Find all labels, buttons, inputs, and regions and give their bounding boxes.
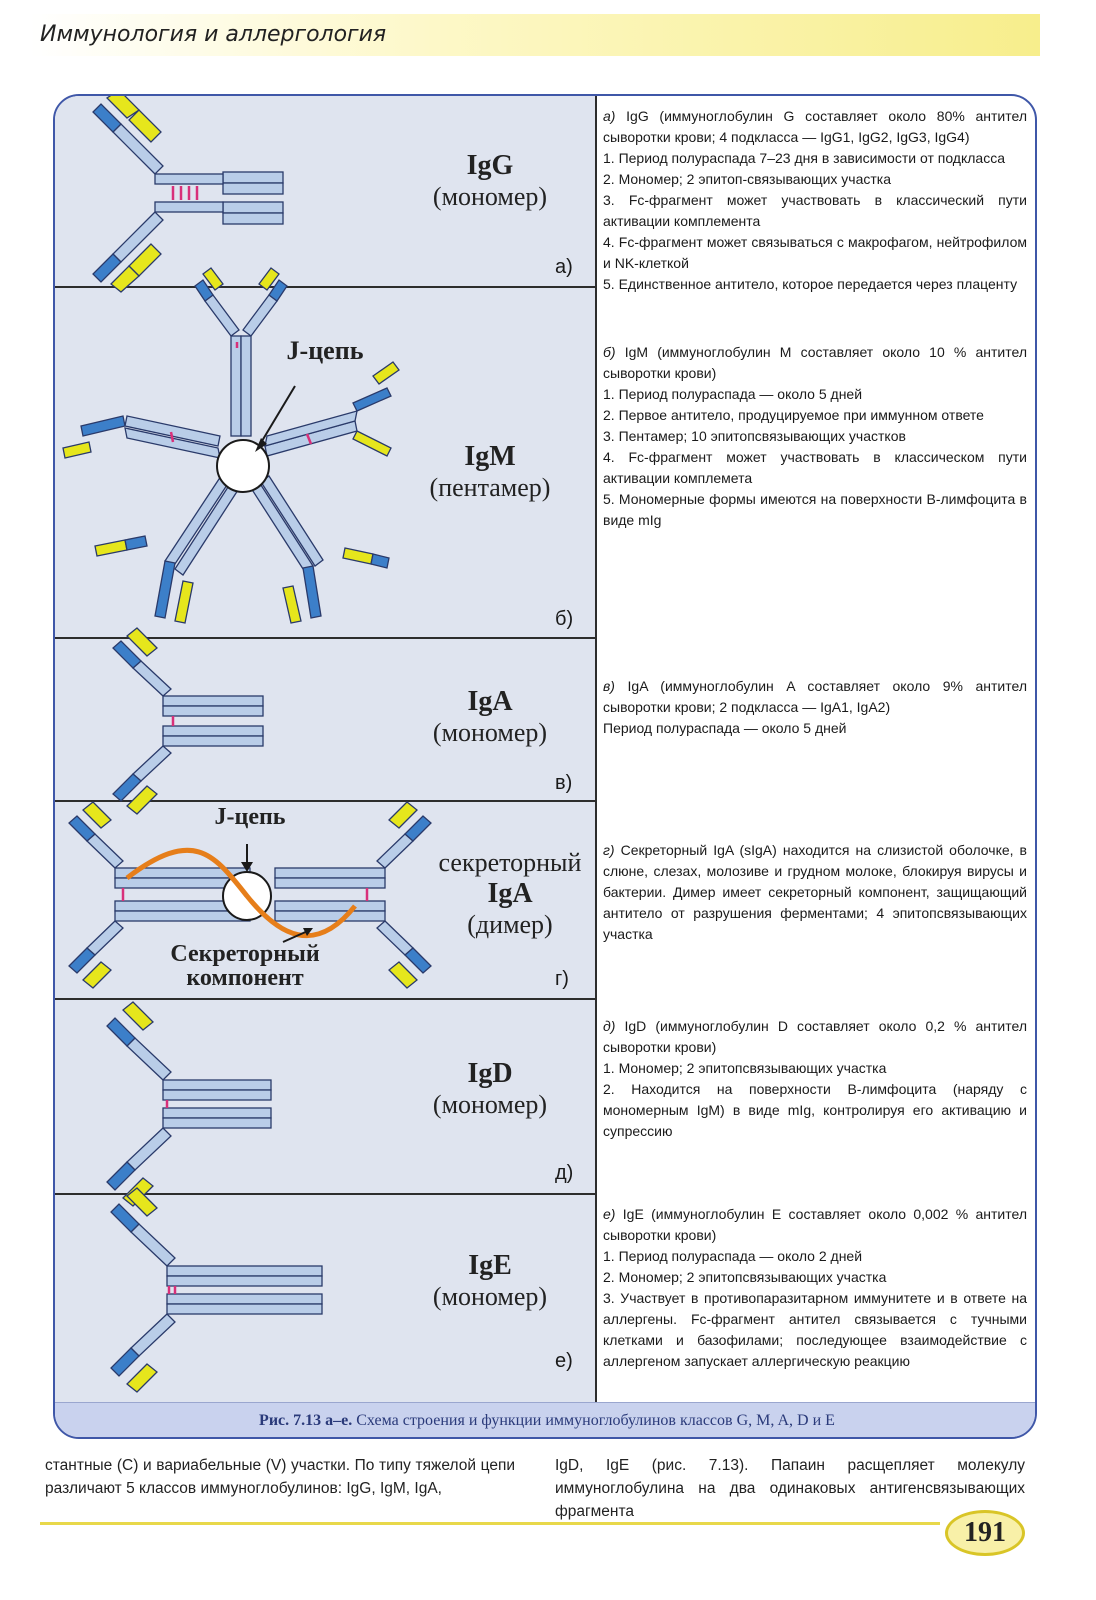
igm-molecule <box>62 267 400 624</box>
header-band <box>30 14 1040 56</box>
antibody-diagrams <box>62 96 432 1393</box>
row-divider <box>55 286 595 288</box>
footer-rule <box>40 1522 940 1525</box>
jchain-label: J-цепь <box>286 336 364 365</box>
row-divider <box>55 998 595 1000</box>
column-divider <box>595 96 597 1402</box>
panel-letter-e: д) <box>555 1162 574 1184</box>
panel-letter-c: в) <box>555 772 573 794</box>
secretory-component-label: Секреторный компонент <box>170 941 320 991</box>
igd-molecule <box>106 1001 272 1207</box>
caption-band <box>55 1402 1035 1437</box>
panel-letter-f: е) <box>555 1350 573 1372</box>
siga-label: секреторный IgA (димер) <box>438 848 582 939</box>
description-ige: е) IgE (иммуноглобулин E составляет окол… <box>603 1206 1027 1369</box>
iga-label: IgA (мономер) <box>432 686 548 747</box>
description-siga: г) Секреторный IgA (sIgA) находится на с… <box>603 842 1027 942</box>
page-header-title: Иммунология и аллергология <box>40 22 387 47</box>
igd-label: IgD (мономер) <box>432 1058 548 1119</box>
description-igd: д) IgD (иммуноглобулин D составляет окол… <box>603 1018 1027 1139</box>
figure-caption: Рис. 7.13 а–е. Схема строения и функции … <box>259 1412 835 1429</box>
description-iga: в) IgA (иммуноглобулин A составляет окол… <box>603 678 1027 736</box>
ige-molecule <box>110 1187 323 1393</box>
row-divider <box>55 800 595 802</box>
ige-label: IgE (мономер) <box>432 1250 548 1311</box>
jchain-label-dimer: J-цепь <box>214 804 286 830</box>
iga-molecule <box>112 627 264 815</box>
description-igg: а) IgG (иммуноглобулин G составляет окол… <box>603 108 1027 292</box>
body-text-right: IgD, IgE (рис. 7.13). Папаин расщепляет … <box>555 1457 1025 1520</box>
panel-letter-d: г) <box>555 968 569 990</box>
panel-letter-b: б) <box>555 608 574 630</box>
body-text-left: стантные (C) и вариабельные (V) участки.… <box>45 1457 515 1497</box>
igg-molecule <box>92 96 284 293</box>
page-number: 191 <box>945 1510 1025 1556</box>
panel-letter-a: а) <box>555 256 573 278</box>
row-divider <box>55 1193 595 1195</box>
igg-label: IgG (мономер) <box>432 150 548 211</box>
row-divider <box>55 637 595 639</box>
description-igm: б) IgM (иммуноглобулин M составляет окол… <box>603 344 1027 528</box>
siga-molecule <box>68 801 432 989</box>
igm-label: IgM (пентамер) <box>429 441 551 502</box>
figure-7-13: IgG (мономер) а) J-цепь IgM (пентамер) б… <box>53 94 1037 1439</box>
